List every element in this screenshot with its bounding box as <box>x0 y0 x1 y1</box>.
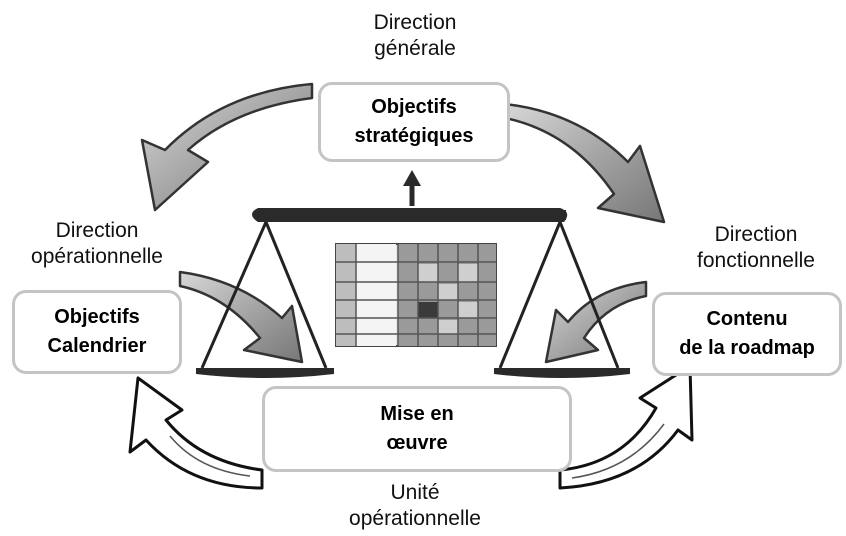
box-line: stratégiques <box>354 125 474 147</box>
label-line: générale <box>374 37 456 60</box>
label-direction-fonctionnelle: Direction fonctionnelle <box>676 222 836 274</box>
label-line: Direction <box>714 223 798 246</box>
curved-arrow-icon <box>558 364 694 490</box>
label-line: Unité <box>390 481 440 504</box>
curved-arrow-icon <box>544 280 648 364</box>
label-direction-operationnelle: Direction opérationnelle <box>12 218 182 270</box>
balance-scale-icon <box>196 170 630 378</box>
box-objectifs-calendrier: Objectifs Calendrier <box>12 290 182 374</box>
curved-arrow-icon <box>503 102 666 224</box>
label-line: opérationnelle <box>31 245 163 268</box>
curved-arrow-icon <box>128 376 264 490</box>
label-line: opérationnelle <box>349 507 481 530</box>
label-line: fonctionnelle <box>697 249 815 272</box>
box-contenu-roadmap: Contenu de la roadmap <box>652 292 842 376</box>
box-line: Mise en <box>380 403 454 425</box>
label-unite-operationnelle: Unité opérationnelle <box>330 480 500 532</box>
box-line: Calendrier <box>47 335 147 357</box>
box-line: de la roadmap <box>679 337 815 359</box>
box-line: Objectifs <box>371 96 457 118</box>
box-line: Objectifs <box>54 306 140 328</box>
box-mise-en-oeuvre: Mise en œuvre <box>262 386 572 472</box>
label-direction-generale: Direction générale <box>340 10 490 62</box>
box-objectifs-strategiques: Objectifs stratégiques <box>318 82 510 162</box>
label-line: Direction <box>373 11 457 34</box>
curved-arrow-icon <box>178 270 304 364</box>
grid-table-icon <box>335 243 497 347</box>
curved-arrow-icon <box>140 82 314 212</box>
box-line: Contenu <box>706 308 788 330</box>
box-line: œuvre <box>386 432 448 454</box>
label-line: Direction <box>55 219 139 242</box>
